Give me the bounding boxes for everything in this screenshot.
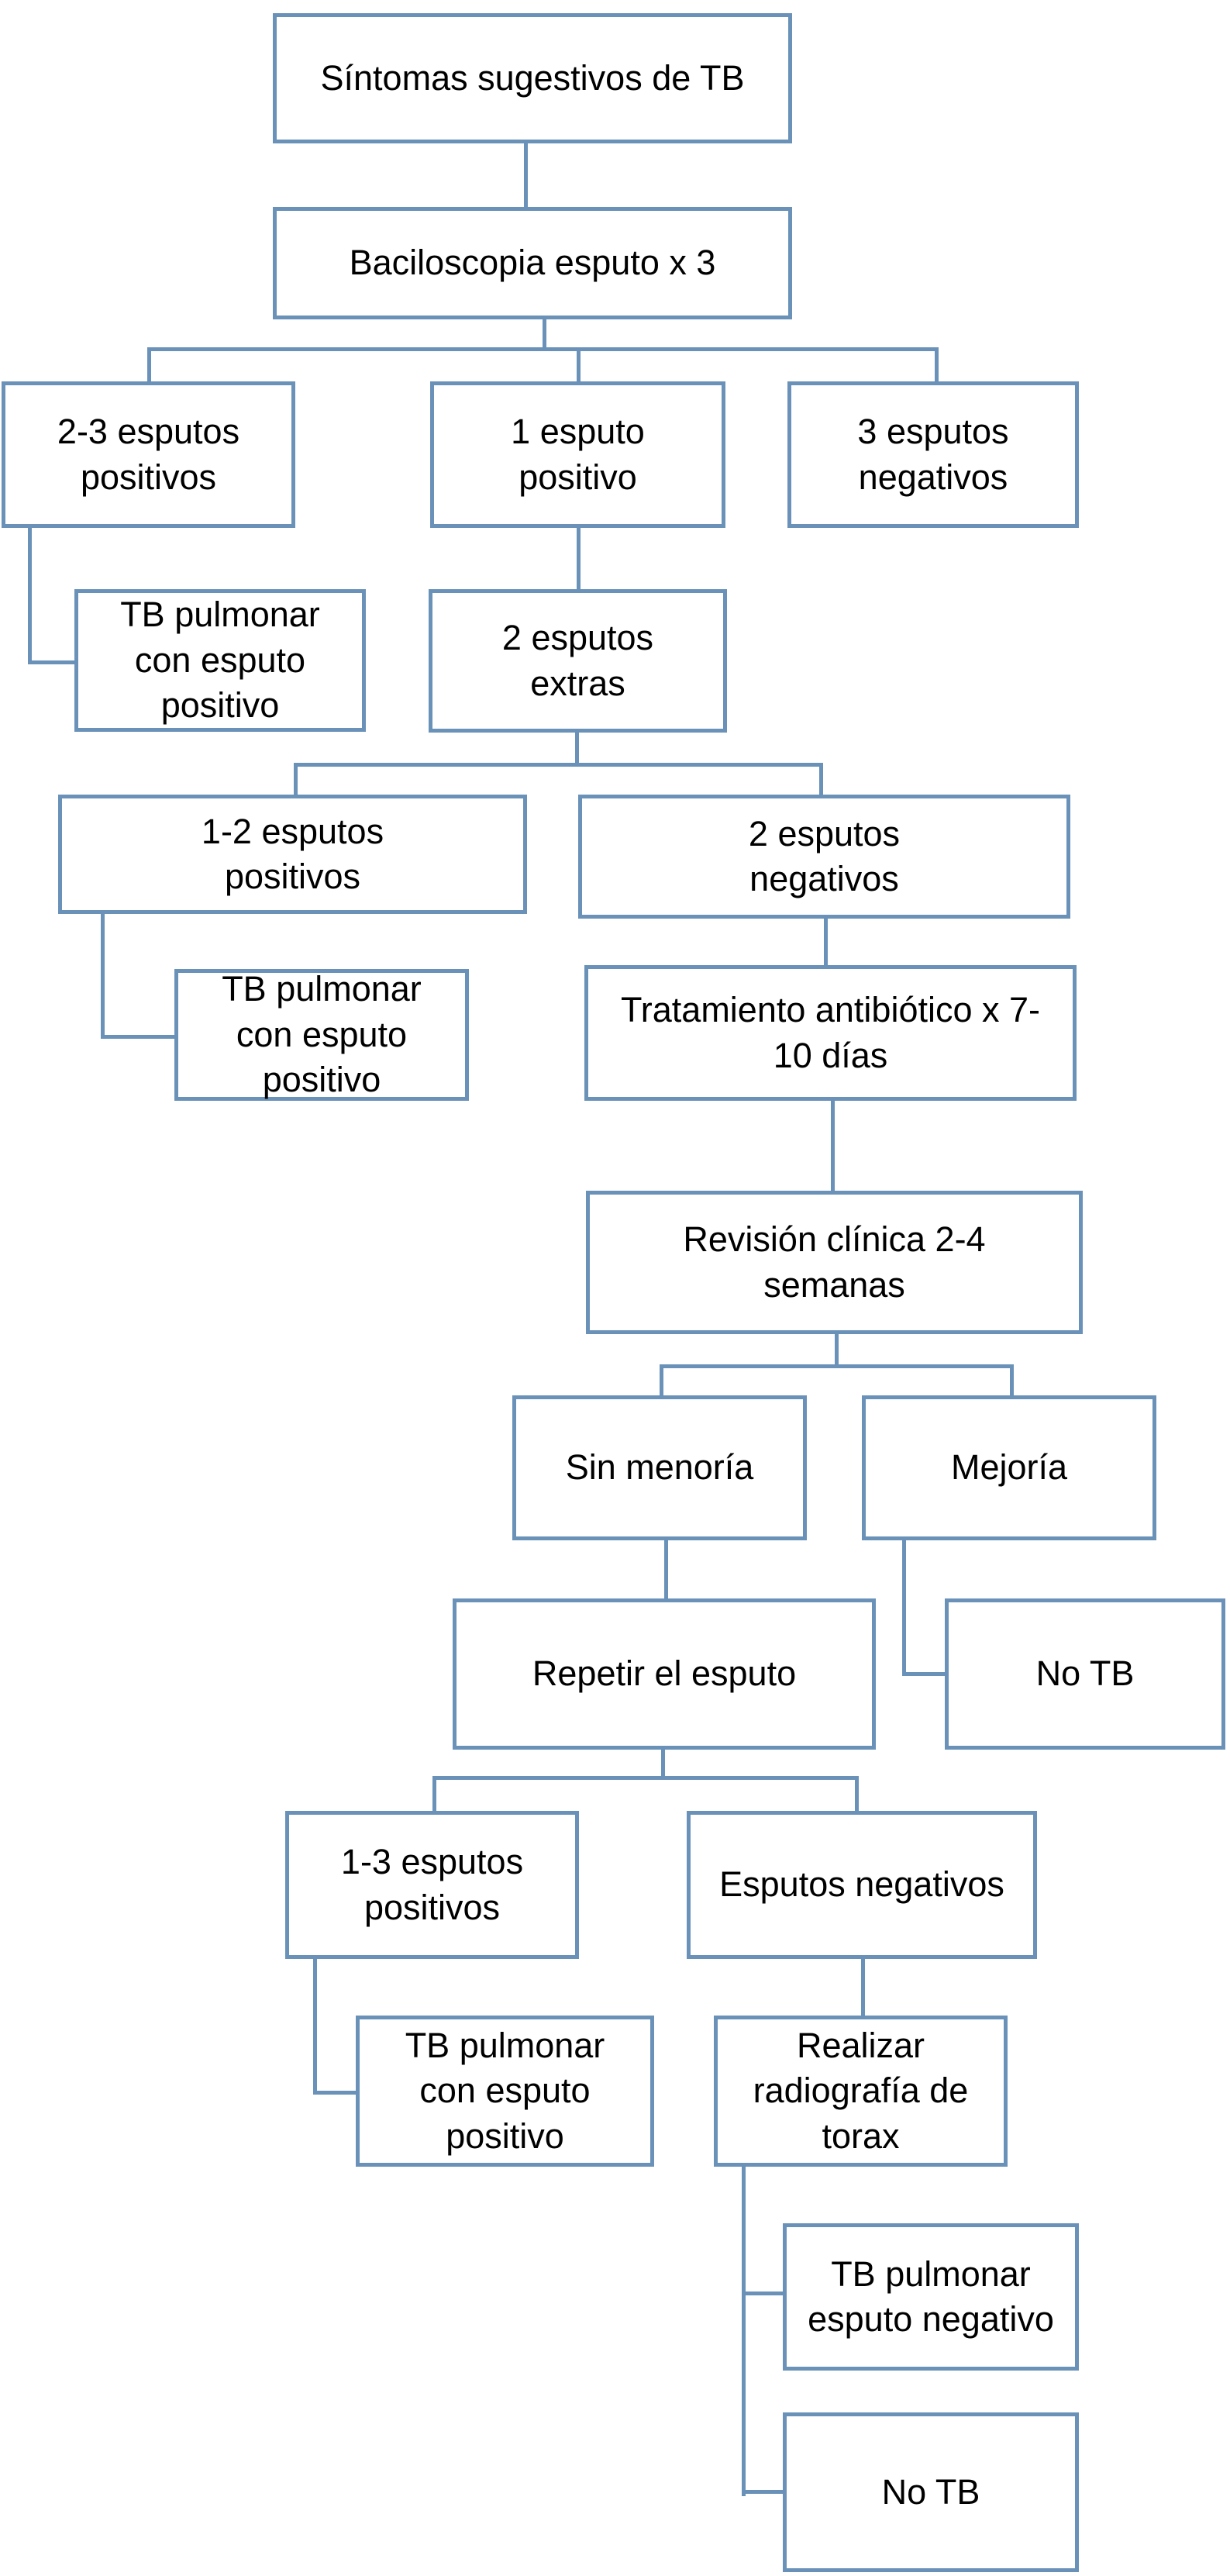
node-no-tb-1: No TB <box>945 1598 1225 1750</box>
connector-stub-esputosneg <box>855 1776 859 1811</box>
node-radiografia-torax: Realizar radiografía de torax <box>714 2016 1008 2167</box>
connector-esputos2neg-tratamiento <box>824 919 828 965</box>
node-mejoria: Mejoría <box>862 1395 1156 1540</box>
connector-radiografia-outcomes-v <box>742 2167 746 2496</box>
node-esputos-negativos: Esputos negativos <box>687 1811 1037 1959</box>
node-2-3-esputos-positivos: 2-3 esputos positivos <box>2 381 295 528</box>
node-2-esputos-negativos: 2 esputos negativos <box>578 795 1070 919</box>
connector-extras-branch <box>575 733 579 763</box>
node-tb-pulmonar-negativo: TB pulmonar esputo negativo <box>783 2223 1079 2371</box>
node-revision-clinica: Revisión clínica 2-4 semanas <box>586 1191 1083 1334</box>
connector-branch-bar-1 <box>147 347 939 351</box>
connector-esputosneg-radiografia <box>861 1959 865 2016</box>
connector-elbow-notb2-h <box>742 2490 783 2494</box>
connector-stub-esputos3neg <box>935 347 939 381</box>
connector-stub-esputos23pos <box>147 347 151 381</box>
node-1-3-esputos-positivos: 1-3 esputos positivos <box>285 1811 579 1959</box>
connector-elbow-tb2-h <box>101 1035 174 1039</box>
node-1-esputo-positivo: 1 esputo positivo <box>430 381 725 528</box>
connector-branch-bar-2 <box>294 763 823 767</box>
connector-elbow-tbnegativo-h <box>742 2292 783 2295</box>
node-sin-menoria: Sin menoría <box>512 1395 807 1540</box>
connector-stub-esputos12pos <box>294 763 298 795</box>
node-3-esputos-negativos: 3 esputos negativos <box>787 381 1079 528</box>
node-no-tb-2: No TB <box>783 2412 1079 2572</box>
connector-stub-esputos2neg <box>819 763 823 795</box>
connector-esputo1pos-extras <box>577 528 581 589</box>
node-tb-pulmonar-positivo-1: TB pulmonar con esputo positivo <box>74 589 366 732</box>
connector-elbow-notb1-h <box>902 1672 945 1676</box>
connector-elbow-tb1-h <box>28 660 74 664</box>
connector-baciloscopia-branch <box>543 319 546 347</box>
node-1-2-esputos-positivos: 1-2 esputos positivos <box>58 795 527 914</box>
connector-stub-esputo1pos <box>577 347 581 381</box>
connector-branch-bar-4 <box>432 1776 859 1780</box>
connector-stub-mejoria <box>1010 1364 1014 1395</box>
connector-revision-branch <box>835 1334 839 1364</box>
connector-sintomas-baciloscopia <box>524 143 528 207</box>
node-tb-pulmonar-positivo-2: TB pulmonar con esputo positivo <box>174 969 469 1101</box>
connector-stub-esputos13pos <box>432 1776 436 1811</box>
connector-elbow-notb1-v <box>902 1540 906 1676</box>
node-2-esputos-extras: 2 esputos extras <box>429 589 727 733</box>
connector-branch-bar-3 <box>660 1364 1014 1368</box>
node-repetir-esputo: Repetir el esputo <box>453 1598 876 1750</box>
node-sintomas-sugestivos: Síntomas sugestivos de TB <box>273 13 792 143</box>
node-baciloscopia-esputo: Baciloscopia esputo x 3 <box>273 207 792 319</box>
connector-stub-sinmenoria <box>660 1364 663 1395</box>
connector-sinmenoria-repetir <box>664 1540 668 1598</box>
connector-tratamiento-revision <box>831 1101 835 1191</box>
node-tratamiento-antibiotico: Tratamiento antibiótico x 7-10 días <box>584 965 1077 1101</box>
connector-repetir-branch <box>661 1750 665 1776</box>
connector-elbow-tb2-v <box>101 914 105 1039</box>
node-tb-pulmonar-positivo-3: TB pulmonar con esputo positivo <box>356 2016 654 2167</box>
connector-elbow-tb3-h <box>313 2091 356 2095</box>
connector-elbow-tb1-v <box>28 528 32 664</box>
connector-elbow-tb3-v <box>313 1959 317 2095</box>
